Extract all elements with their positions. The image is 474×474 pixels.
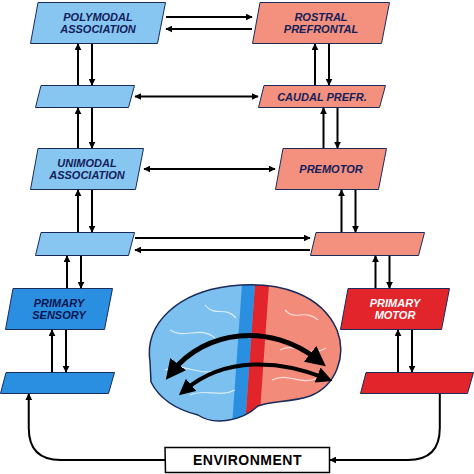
box-fill (36, 233, 135, 256)
cortex-box: PRIMARY SENSORY (5, 288, 113, 330)
arrow-connector (375, 256, 377, 288)
arrow-connector (144, 168, 275, 170)
box-outline (360, 372, 474, 394)
box-fill (165, 448, 330, 473)
area-label: CAUDAL PREFR. (265, 91, 379, 103)
area-label: UNIMODAL ASSOCIATION (30, 157, 144, 181)
cortex-box (310, 232, 425, 256)
box-fill (31, 3, 166, 44)
arrow-connector (323, 108, 325, 148)
arrow-connector (328, 44, 330, 85)
arrow-connector (77, 108, 79, 148)
arrow-connector (80, 256, 82, 288)
cortex-box: PRIMARY MOTOR (340, 288, 450, 330)
box-outline (310, 232, 425, 256)
arrow-connector (166, 16, 252, 18)
cortex-box (35, 232, 135, 256)
box-fill (253, 3, 390, 44)
arrow-connector (397, 330, 399, 372)
arrow-connector (330, 394, 440, 460)
box-fill (311, 233, 425, 256)
box-outline (35, 85, 135, 108)
cortex-box (360, 372, 474, 394)
arrow-connector (65, 330, 67, 372)
arrow-connector (66, 256, 68, 288)
cortex-box: UNIMODAL ASSOCIATION (30, 148, 144, 190)
arrow-connector (389, 256, 391, 288)
arrow-connector (166, 28, 252, 30)
box-fill (6, 289, 113, 330)
box-outline (0, 372, 115, 394)
area-label: ROSTRAL PREFRONTAL (252, 11, 390, 35)
cortex-box (35, 85, 135, 108)
box-fill (36, 86, 135, 108)
arrow-connector (91, 44, 93, 85)
arrow-connector (341, 190, 343, 232)
box-fill (259, 86, 386, 108)
box-fill (1, 373, 115, 394)
cortex-box: POLYMODAL ASSOCIATION (30, 2, 166, 44)
arrow-connector (314, 44, 316, 85)
cortex-box (0, 372, 115, 394)
arrow-connector (51, 330, 53, 372)
area-label: PRIMARY SENSORY (5, 297, 113, 321)
cortex-box: ROSTRAL PREFRONTAL (252, 2, 390, 44)
arrow-connector (77, 190, 79, 232)
brain-outline (149, 285, 340, 421)
cortex-box: PREMOTOR (275, 148, 387, 190)
environment-box: ENVIRONMENT (165, 447, 330, 473)
arrow-connector (29, 394, 165, 460)
arrow-connector (355, 190, 357, 232)
box-outline (35, 232, 135, 256)
arrow-connector (135, 96, 258, 98)
arrow-connector (77, 44, 79, 85)
cortex-box: CAUDAL PREFR. (258, 85, 386, 108)
arrow-connector (411, 330, 413, 372)
brain-lobes (130, 270, 355, 440)
box-fill (341, 289, 450, 330)
brain-arrow (185, 364, 325, 390)
area-label: POLYMODAL ASSOCIATION (30, 11, 166, 35)
arrow-connector (135, 249, 310, 251)
box-fill (276, 149, 387, 190)
arrow-connector (91, 190, 93, 232)
arrow-connector (337, 108, 339, 148)
arrow-connector (91, 108, 93, 148)
box-fill (31, 149, 144, 190)
environment-label: ENVIRONMENT (181, 452, 314, 468)
area-label: PRIMARY MOTOR (340, 297, 450, 321)
area-label: PREMOTOR (287, 163, 374, 175)
box-fill (361, 373, 474, 394)
arrow-connector (135, 237, 310, 239)
